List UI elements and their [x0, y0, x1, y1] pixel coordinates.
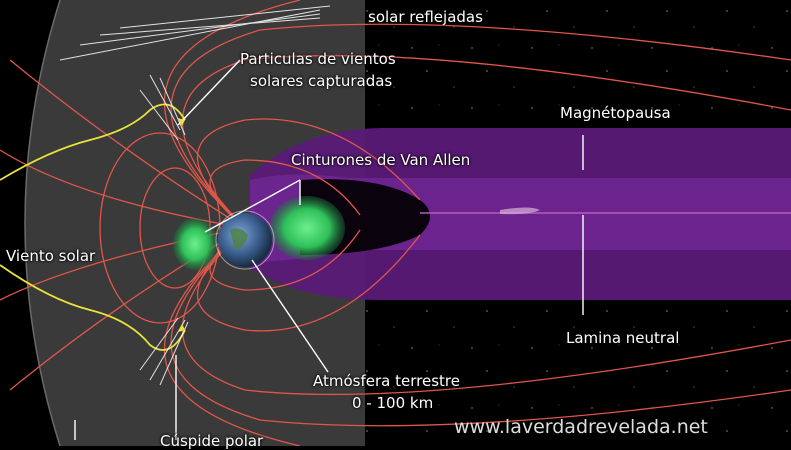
- watermark: www.laverdadrevelada.net: [454, 416, 708, 438]
- leader-lines: [74, 59, 584, 440]
- captured-label-line1: Particulas de vientos: [240, 50, 396, 68]
- reflected-label: solar reflejadas: [368, 8, 483, 26]
- neutral-sheet-label: Lamina neutral: [566, 329, 680, 347]
- van-allen-belt-left: [173, 218, 217, 270]
- atmosphere-label-line1: Atmósfera terrestre: [313, 372, 460, 390]
- sun-side-edge: [24, 0, 61, 446]
- atmosphere-label-line2: 0 - 100 km: [352, 394, 434, 412]
- van-allen-belt-right: [269, 196, 345, 260]
- polar-cusp-label: Cúspide polar: [160, 432, 264, 450]
- solar-wind-label: Viento solar: [6, 247, 96, 265]
- magnetopause-label: Magnétopausa: [560, 104, 671, 122]
- van-allen-label: Cinturones de Van Allen: [291, 151, 471, 169]
- captured-label-line2: solares capturadas: [250, 72, 393, 90]
